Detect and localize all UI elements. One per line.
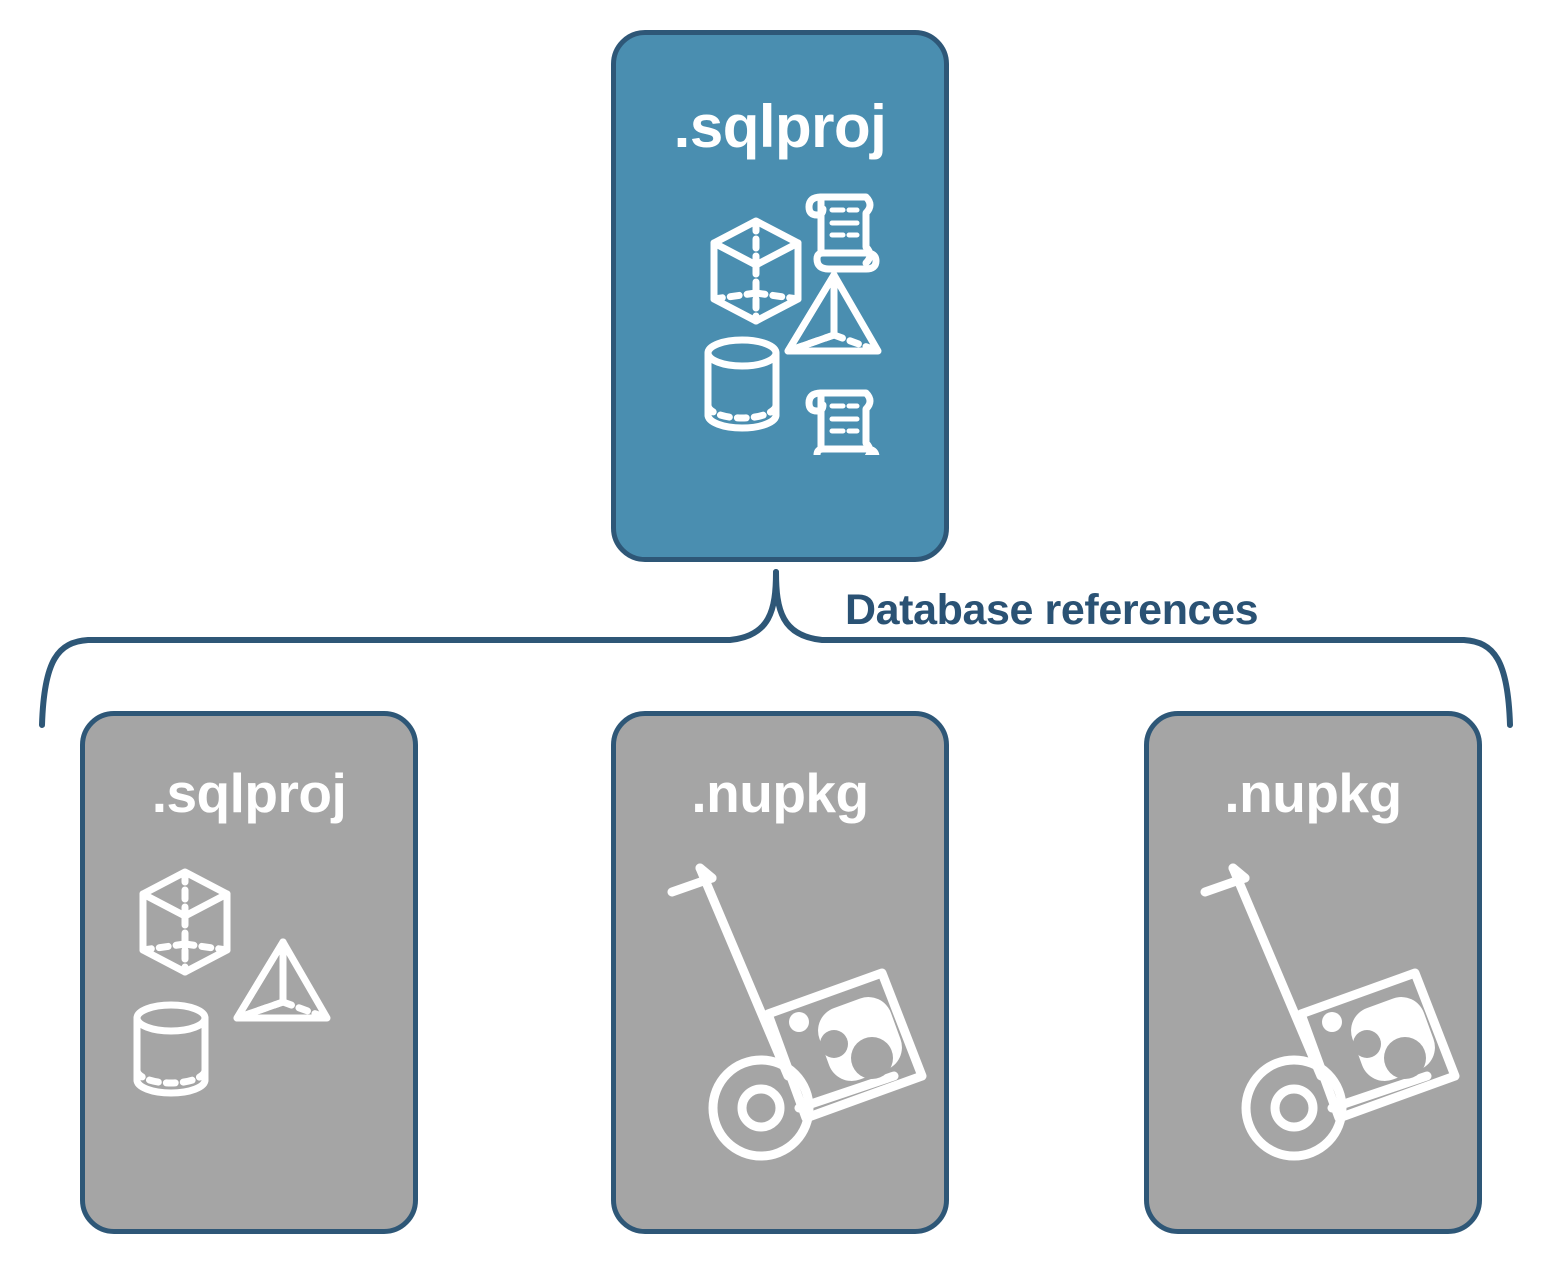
database-references-label: Database references [845,586,1259,634]
pyramid-icon [784,271,882,355]
reference-card-icon-group [616,846,944,1186]
reference-card-nupkg-2[interactable]: .nupkg [1144,711,1482,1234]
reference-card-nupkg-1[interactable]: .nupkg [611,711,949,1234]
cylinder-icon [704,336,780,432]
pyramid-icon [233,938,331,1022]
nuget-package-icon [763,968,927,1123]
root-project-card[interactable]: .sqlproj [611,30,949,562]
reference-card-icon-group [85,846,413,1186]
nuget-package-icon [1296,968,1460,1123]
scroll-icon [805,389,880,455]
cylinder-icon [133,1001,209,1097]
cube-icon [710,217,802,325]
cube-icon [139,868,231,976]
reference-card-sqlproj[interactable]: .sqlproj [80,711,418,1234]
root-project-icon-group [616,165,944,455]
reference-card-icon-group [1149,846,1477,1186]
reference-card-label: .nupkg [691,762,869,824]
reference-card-label: .sqlproj [151,762,347,824]
scroll-icon [805,193,880,273]
root-project-label: .sqlproj [673,93,887,160]
reference-card-label: .nupkg [1224,762,1402,824]
